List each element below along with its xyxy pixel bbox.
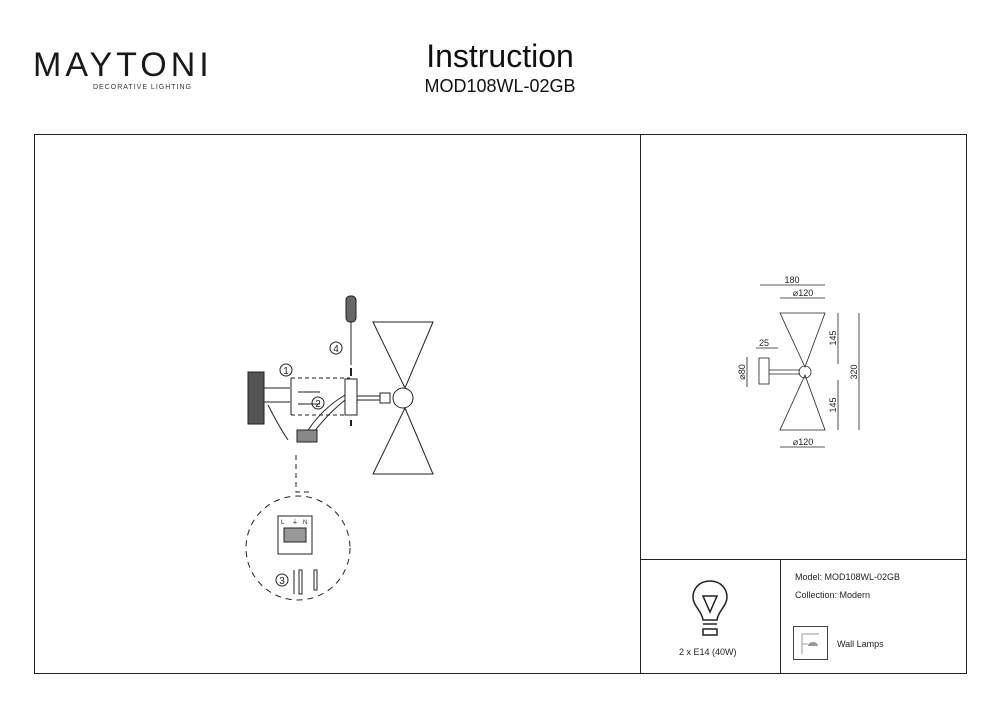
dim-base-diameter: ⌀80 <box>737 364 747 379</box>
dim-shade-diameter-top: ⌀120 <box>793 288 813 298</box>
dim-lower-height: 145 <box>828 397 838 412</box>
terminal-detail <box>277 515 313 555</box>
bulb-icon <box>692 580 728 636</box>
dim-base-depth: 25 <box>759 338 769 348</box>
svg-text:4: 4 <box>333 344 339 355</box>
lamp-type: Wall Lamps <box>837 639 884 649</box>
dim-width: 180 <box>784 275 799 285</box>
brand-logo: MAYTONI DECORATIVE LIGHTING <box>33 46 213 91</box>
model-spec: Model: MOD108WL-02GB <box>795 572 901 582</box>
svg-text:3: 3 <box>279 576 285 587</box>
divider <box>640 134 641 674</box>
wall-icon <box>247 371 265 425</box>
step-marker-1: 1 <box>279 363 293 377</box>
detail-callout <box>245 495 351 601</box>
svg-text:2: 2 <box>315 399 321 410</box>
upper-shade <box>372 321 434 390</box>
brand-name: MAYTONI <box>33 46 213 84</box>
wall-lamp-icon <box>793 626 828 660</box>
divider <box>640 559 966 560</box>
svg-text:N: N <box>303 520 307 526</box>
brand-tagline: DECORATIVE LIGHTING <box>93 84 192 91</box>
step-marker-4: 4 <box>329 341 343 355</box>
model-code: MOD108WL-02GB <box>424 76 576 96</box>
divider <box>780 559 781 673</box>
svg-text:1: 1 <box>283 366 289 377</box>
lower-shade <box>372 406 434 475</box>
terminal-block <box>296 429 318 443</box>
bulb-spec: 2 x E14 (40W) <box>679 647 737 657</box>
instruction-frame <box>34 134 967 674</box>
dim-shade-diameter-bottom: ⌀120 <box>793 437 813 447</box>
dim-total-height: 320 <box>849 364 859 379</box>
step-marker-2: 2 <box>311 396 325 410</box>
collection-spec: Collection: Modern <box>795 590 871 600</box>
svg-text:⏚: ⏚ <box>292 519 298 526</box>
step-marker-3: 3 <box>275 573 289 587</box>
dim-upper-height: 145 <box>828 330 838 345</box>
svg-text:L: L <box>281 520 285 526</box>
wall-base <box>344 378 358 416</box>
page-title: Instruction <box>426 38 574 74</box>
